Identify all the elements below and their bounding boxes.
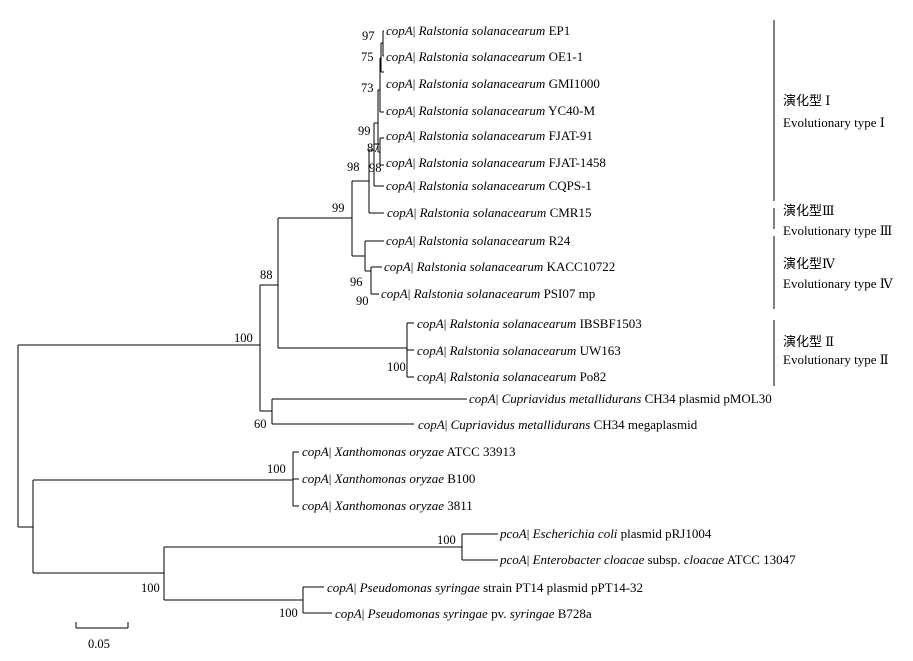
leaf-label: copA| Ralstonia solanacearum FJAT-1458: [386, 155, 606, 170]
bootstrap-value: 60: [254, 417, 267, 431]
leaf-label: copA| Ralstonia solanacearum CMR15: [387, 205, 591, 220]
leaf-label: copA| Ralstonia solanacearum Po82: [417, 369, 606, 384]
leaf-label: pcoA| Enterobacter cloacae subsp. cloaca…: [499, 552, 796, 567]
leaf-label: copA| Xanthomonas oryzae 3811: [302, 498, 473, 513]
group-label-zh: 演化型Ⅲ: [783, 203, 835, 218]
bootstrap-value: 97: [362, 29, 375, 43]
tree-branches: [17, 20, 775, 629]
bootstrap-value: 100: [234, 331, 253, 345]
leaf-label: copA| Ralstonia solanacearum R24: [386, 233, 571, 248]
leaf-label: copA| Xanthomonas oryzae ATCC 33913: [302, 444, 516, 459]
leaf-label: pcoA| Escherichia coli plasmid pRJ1004: [499, 526, 712, 541]
bootstrap-value: 87: [367, 141, 380, 155]
leaf-labels: copA| Ralstonia solanacearum EP1 copA| Ra…: [302, 23, 796, 621]
bootstrap-value: 98: [347, 160, 360, 174]
bootstrap-value: 100: [141, 581, 160, 595]
leaf-label: copA| Cupriavidus metallidurans CH34 pla…: [469, 391, 772, 406]
leaf-label: copA| Ralstonia solanacearum YC40-M: [386, 103, 595, 118]
leaf-label: copA| Xanthomonas oryzae B100: [302, 471, 475, 486]
group-label-en: Evolutionary type Ⅱ: [783, 352, 889, 367]
leaf-label: copA| Ralstonia solanacearum IBSBF1503: [417, 316, 642, 331]
group-label-zh: 演化型 Ⅱ: [783, 334, 834, 349]
group-label-en: Evolutionary type Ⅰ: [783, 115, 885, 130]
bootstrap-value: 96: [350, 275, 363, 289]
group-label-en: Evolutionary type Ⅳ: [783, 276, 894, 291]
leaf-label: copA| Pseudomonas syringae pv. syringae …: [335, 606, 592, 621]
leaf-label: copA| Ralstonia solanacearum PSI07 mp: [381, 286, 595, 301]
bootstrap-value: 100: [267, 462, 286, 476]
group-label-en: Evolutionary type Ⅲ: [783, 223, 892, 238]
bootstrap-value: 98: [369, 161, 382, 175]
bootstrap-value: 90: [356, 294, 369, 308]
leaf-label: copA| Ralstonia solanacearum FJAT-91: [386, 128, 593, 143]
bootstrap-value: 75: [361, 50, 374, 64]
leaf-label: copA| Ralstonia solanacearum KACC10722: [384, 259, 615, 274]
bootstrap-value: 99: [358, 124, 371, 138]
leaf-label: copA| Cupriavidus metallidurans CH34 meg…: [418, 417, 698, 432]
bootstrap-value: 88: [260, 268, 273, 282]
leaf-label: copA| Ralstonia solanacearum UW163: [417, 343, 621, 358]
evolutionary-type-labels: 演化型 Ⅰ Evolutionary type Ⅰ 演化型Ⅲ Evolutionary…: [783, 93, 894, 367]
bootstrap-value: 100: [279, 606, 298, 620]
group-label-zh: 演化型Ⅳ: [783, 256, 836, 271]
leaf-label: copA| Pseudomonas syringae strain PT14 p…: [327, 580, 643, 595]
group-label-zh: 演化型 Ⅰ: [783, 93, 830, 108]
bootstrap-value: 100: [387, 360, 406, 374]
leaf-label: copA| Ralstonia solanacearum GMI1000: [386, 76, 600, 91]
bootstrap-values: 97 75 73 99 87 98 98 99 88 96 90 100 100 60 100 100 100 1…: [141, 29, 456, 620]
bootstrap-value: 99: [332, 201, 345, 215]
bootstrap-value: 100: [437, 533, 456, 547]
leaf-label: copA| Ralstonia solanacearum OE1-1: [386, 49, 583, 64]
leaf-label: copA| Ralstonia solanacearum EP1: [386, 23, 570, 38]
bootstrap-value: 73: [361, 81, 374, 95]
leaf-label: copA| Ralstonia solanacearum CQPS-1: [386, 178, 592, 193]
scale-bar-label: 0.05: [88, 637, 110, 651]
